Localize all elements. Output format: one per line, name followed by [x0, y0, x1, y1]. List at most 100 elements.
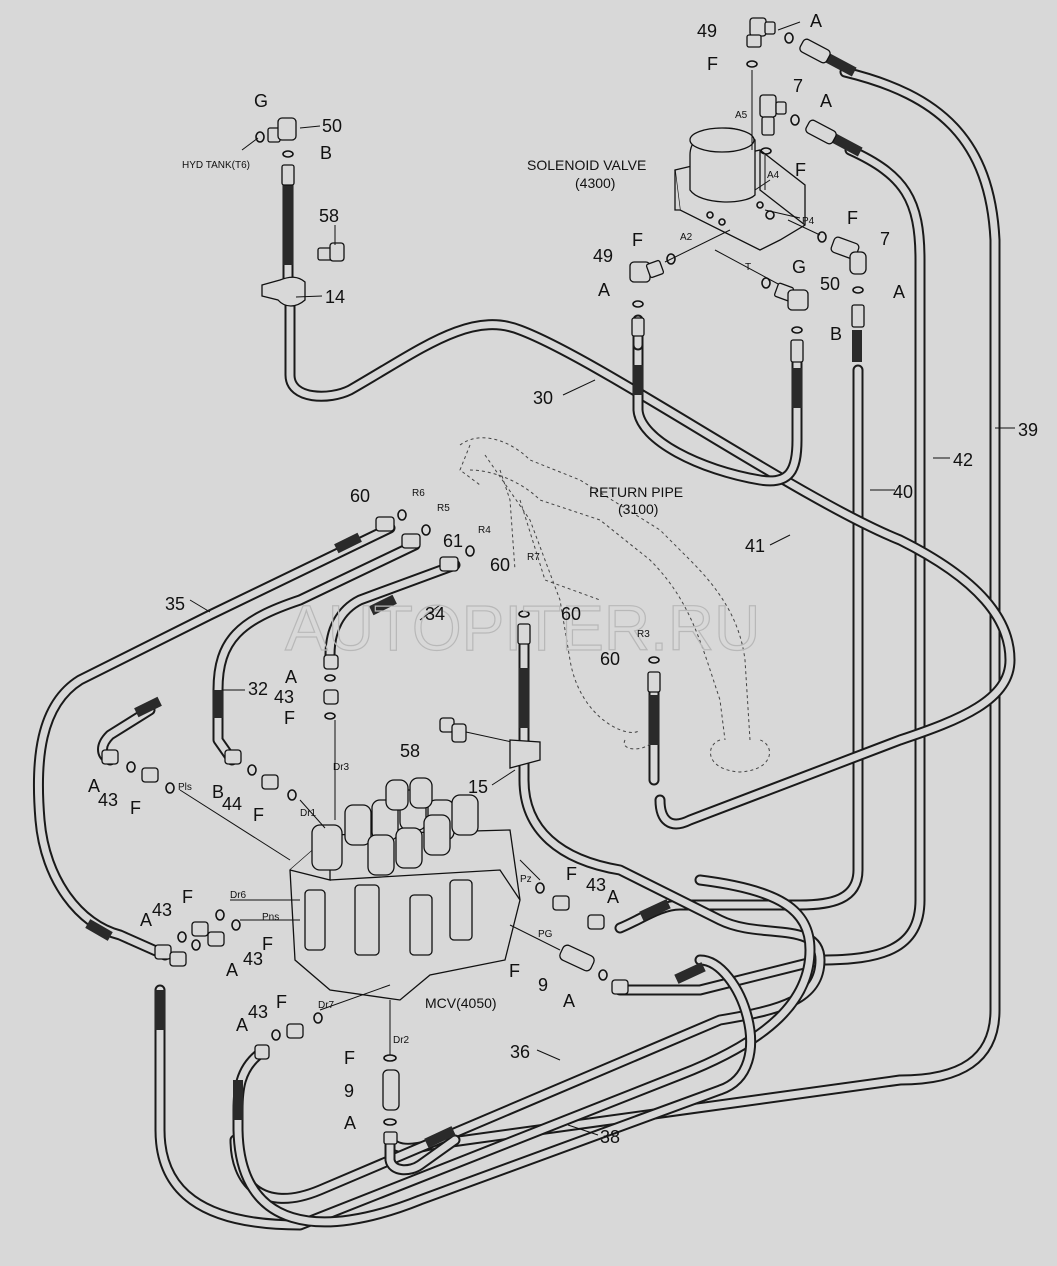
- return-pipe-title: RETURN PIPE: [589, 484, 683, 500]
- callout-40: 40: [893, 482, 913, 502]
- port-a5: A5: [735, 110, 748, 121]
- callout-7-top: 7: [793, 76, 803, 96]
- callout-43-pns: 43: [243, 949, 263, 969]
- elbow-50-right: [761, 277, 809, 363]
- callout-a-pz: A: [607, 887, 619, 907]
- callout-50-tank: 50: [322, 116, 342, 136]
- fitting-a-right: [851, 286, 865, 328]
- mcv-block: [179, 720, 561, 1055]
- callout-a-32: A: [285, 667, 297, 687]
- callout-58-low: 58: [400, 741, 420, 761]
- callout-50-right: 50: [820, 274, 840, 294]
- callout-a-right: A: [893, 282, 905, 302]
- hose-42: [614, 144, 926, 996]
- callout-a-left: A: [598, 280, 610, 300]
- callout-42: 42: [953, 450, 973, 470]
- hyd-tank-arrow: [241, 137, 259, 151]
- callout-43-dr7: 43: [248, 1002, 268, 1022]
- mcv-right-fittings: [535, 882, 629, 995]
- callout-f-a2: F: [632, 230, 643, 250]
- dr2-fittings: [382, 1054, 400, 1145]
- port-pls: Pls: [178, 782, 192, 793]
- callout-f-p4: F: [847, 208, 858, 228]
- callout-a-dr7: A: [236, 1015, 248, 1035]
- port-pns: Pns: [262, 912, 279, 923]
- solenoid-valve-code: (4300): [575, 175, 615, 191]
- port-r5: R5: [437, 503, 450, 514]
- callout-36: 36: [510, 1042, 530, 1062]
- callout-f-mid: F: [795, 160, 806, 180]
- elbow-7-right: [817, 231, 867, 275]
- callout-a-pns: A: [226, 960, 238, 980]
- callout-14: 14: [325, 287, 345, 307]
- watermark: AUTOPITER.RU: [285, 592, 760, 664]
- callout-39: 39: [1018, 420, 1038, 440]
- callout-g-tank: G: [254, 91, 268, 111]
- callout-f-44: F: [253, 805, 264, 825]
- port-dr1: Dr1: [300, 808, 317, 819]
- return-pipe-fittings: [375, 509, 661, 693]
- callout-9-dr2: 9: [344, 1081, 354, 1101]
- callout-43-pz: 43: [586, 875, 606, 895]
- hoses: [32, 66, 1016, 1231]
- callout-g-right: G: [792, 257, 806, 277]
- callout-f-left: F: [130, 798, 141, 818]
- callout-58-top: 58: [319, 206, 339, 226]
- left-fittings: [101, 654, 339, 801]
- callout-b-left: B: [212, 782, 224, 802]
- port-dr6: Dr6: [230, 890, 247, 901]
- return-pipe-code: (3100): [618, 501, 658, 517]
- port-r6: R6: [412, 488, 425, 499]
- mcv-side-fittings: [154, 909, 323, 1060]
- port-r4: R4: [478, 525, 491, 536]
- callout-b-tank: B: [320, 143, 332, 163]
- callout-numbers: 49 A F 7 A F F 7 F 49 G 50 A A B G 50 B …: [88, 11, 1038, 1147]
- port-labels: A5 A4 A2 P4 T R6 R5 R4 R7 R3 Dr3 Dr1 Pls…: [178, 110, 815, 1046]
- callout-60-d: 60: [600, 649, 620, 669]
- callout-a-top2: A: [820, 91, 832, 111]
- callout-f-dr7: F: [276, 992, 287, 1012]
- callout-35: 35: [165, 594, 185, 614]
- callout-b-right: B: [830, 324, 842, 344]
- callout-61: 61: [443, 531, 463, 551]
- callout-f-32: F: [284, 708, 295, 728]
- callout-15: 15: [468, 777, 488, 797]
- elbow-49-left: [629, 253, 676, 337]
- plug-58-clamp-15: [439, 717, 541, 769]
- port-a4: A4: [767, 170, 780, 181]
- callout-41: 41: [745, 536, 765, 556]
- callout-a-pg: A: [563, 991, 575, 1011]
- port-a2: A2: [680, 232, 693, 243]
- solenoid-valve-block: [664, 70, 821, 286]
- callout-f-pns: F: [262, 934, 273, 954]
- callout-44: 44: [222, 794, 242, 814]
- callout-60-a: 60: [350, 486, 370, 506]
- port-r7: R7: [527, 552, 540, 563]
- port-dr3: Dr3: [333, 762, 350, 773]
- port-r3: R3: [637, 629, 650, 640]
- text-labels: SOLENOID VALVE (4300) HYD TANK(T6) RETUR…: [182, 137, 683, 1011]
- port-dr2: Dr2: [393, 1035, 410, 1046]
- elbow-7-top: [759, 94, 837, 145]
- callout-60-b: 60: [490, 555, 510, 575]
- solenoid-valve-title: SOLENOID VALVE: [527, 157, 646, 173]
- callout-38: 38: [600, 1127, 620, 1147]
- callout-34: 34: [425, 604, 445, 624]
- return-pipe: [459, 437, 770, 773]
- callout-f-top: F: [707, 54, 718, 74]
- callout-f-pz: F: [566, 864, 577, 884]
- hyd-tank-label: HYD TANK(T6): [182, 160, 250, 171]
- callout-f-dr2: F: [344, 1048, 355, 1068]
- callout-a-dr6: A: [140, 910, 152, 930]
- callout-a-dr2: A: [344, 1113, 356, 1133]
- callout-60-c: 60: [561, 604, 581, 624]
- callout-43-dr6: 43: [152, 900, 172, 920]
- callout-43-left: 43: [98, 790, 118, 810]
- mcv-spools: [311, 777, 479, 876]
- callout-a-left2: A: [88, 776, 100, 796]
- hose-braids: [85, 53, 863, 1148]
- callout-30: 30: [533, 388, 553, 408]
- plug-58-top: [317, 242, 345, 262]
- port-pz: Pz: [520, 874, 532, 885]
